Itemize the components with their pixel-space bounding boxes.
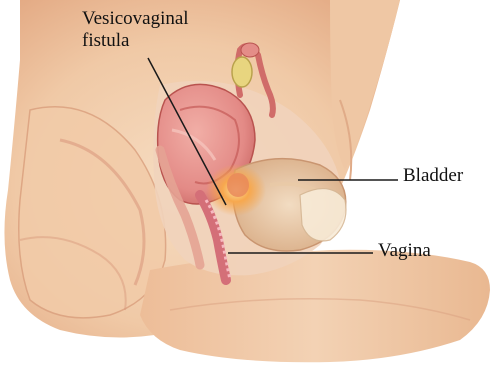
bladder-label: Bladder [403,165,463,187]
abdominal-wall [330,0,400,170]
fistula-label-line2: fistula [82,30,189,52]
pubic-bone [300,189,346,241]
ovary [232,57,252,87]
vesicovaginal-fistula-label: Vesicovaginal fistula [82,8,189,52]
vagina-label: Vagina [378,240,431,262]
fistula-label-line1: Vesicovaginal [82,8,189,30]
